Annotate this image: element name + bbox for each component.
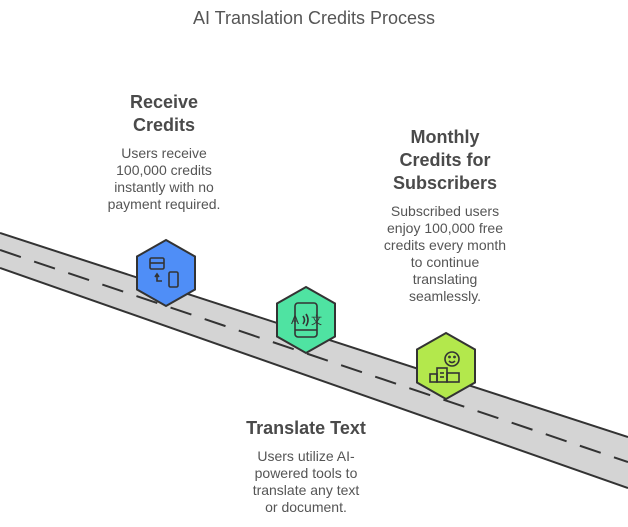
happy-building-icon — [429, 351, 460, 383]
heading-line: Credits for — [399, 150, 491, 170]
step-description: Users receive 100,000 credits instantly … — [107, 145, 221, 212]
road-center-dashes — [0, 249, 628, 463]
phone-translate-icon: A 文 — [291, 302, 322, 338]
road-bottom-edge — [0, 267, 628, 489]
card-to-phone-icon — [149, 257, 179, 288]
heading-line: Subscribers — [392, 173, 498, 193]
svg-text:文: 文 — [311, 313, 322, 327]
svg-text:A: A — [291, 313, 299, 327]
heading-line: Receive — [129, 92, 199, 112]
heading-line: Credits — [132, 115, 195, 135]
heading-line: Monthly — [410, 127, 480, 147]
step-description: Users utilize AI-powered tools to transl… — [252, 448, 360, 515]
step-heading: Translate Text — [246, 418, 366, 438]
diagram-title: AI Translation Credits Process — [192, 8, 436, 28]
step-3-hexagon — [416, 331, 476, 401]
step-2-hexagon: A 文 — [276, 285, 336, 355]
step-translate-text: Translate Text Users utilize AI-powered … — [226, 417, 386, 516]
step-1-hexagon — [136, 238, 196, 308]
step-description: Subscribed users enjoy 100,000 free cred… — [383, 203, 507, 304]
